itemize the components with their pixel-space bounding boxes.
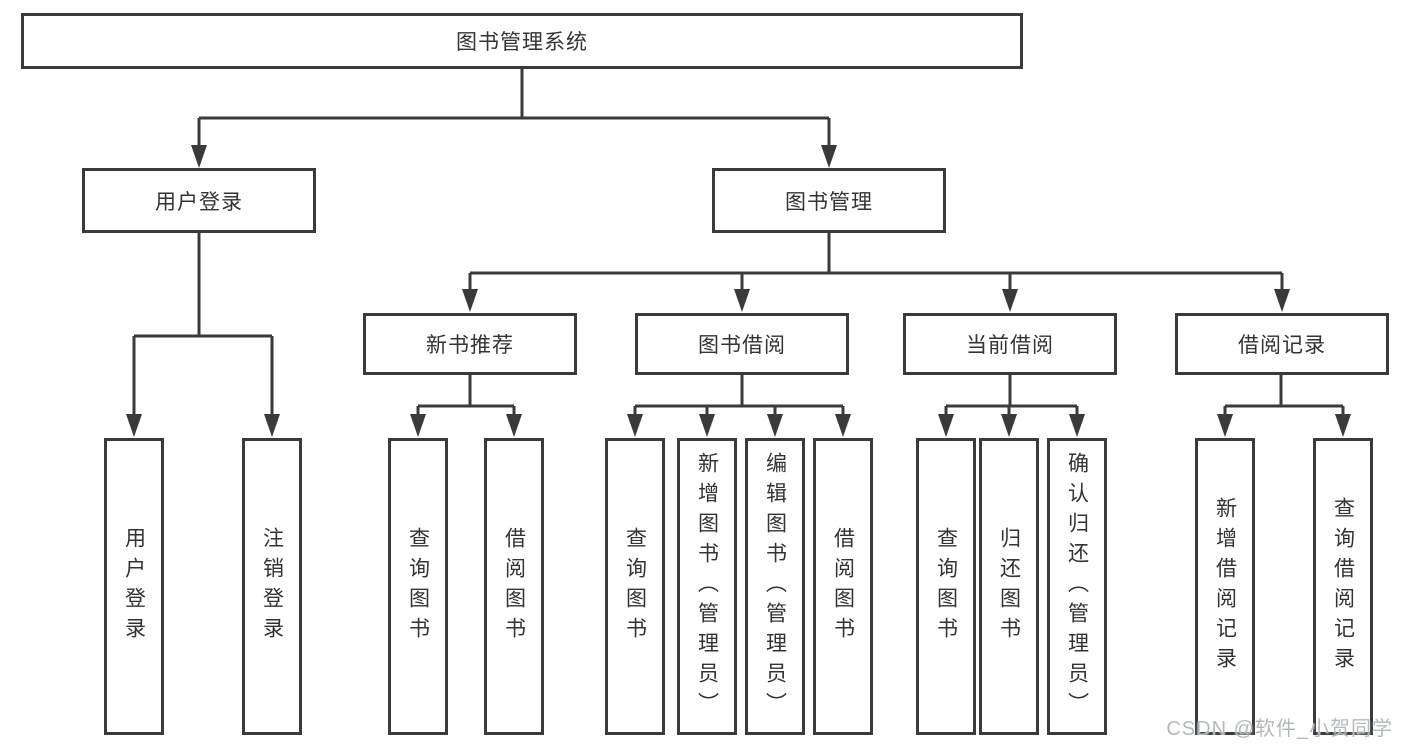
leaf-label: 查询图书 xyxy=(623,526,647,647)
leaf-confirm-return-admin: 确认归还（管理员） xyxy=(1047,438,1107,735)
leaf-label: 归还图书 xyxy=(997,526,1021,647)
leaf-query-book-current: 查询图书 xyxy=(916,438,976,735)
leaf-label: 确认归还（管理员） xyxy=(1065,451,1089,722)
leaf-label: 新增借阅记录 xyxy=(1213,496,1237,677)
leaf-label: 注销登录 xyxy=(260,526,284,647)
leaf-query-book-recommend: 查询图书 xyxy=(388,438,448,735)
leaf-label: 借阅图书 xyxy=(831,526,855,647)
leaf-add-borrow-record: 新增借阅记录 xyxy=(1195,438,1255,735)
node-book-borrow: 图书借阅 xyxy=(635,313,849,375)
leaf-label: 查询借阅记录 xyxy=(1331,496,1355,677)
leaf-logout-login: 注销登录 xyxy=(242,438,302,735)
node-new-book-recommend: 新书推荐 xyxy=(363,313,577,375)
leaf-label: 用户登录 xyxy=(122,526,146,647)
leaf-borrow-book: 借阅图书 xyxy=(813,438,873,735)
leaf-return-book: 归还图书 xyxy=(979,438,1039,735)
leaf-query-book-borrow: 查询图书 xyxy=(605,438,665,735)
leaf-edit-book-admin: 编辑图书（管理员） xyxy=(745,438,805,735)
leaf-borrow-book-recommend: 借阅图书 xyxy=(484,438,544,735)
node-root: 图书管理系统 xyxy=(21,13,1023,69)
leaf-label: 编辑图书（管理员） xyxy=(763,451,787,722)
node-user-login: 用户登录 xyxy=(82,168,316,233)
node-borrow-record: 借阅记录 xyxy=(1175,313,1389,375)
leaf-user-login: 用户登录 xyxy=(104,438,164,735)
leaf-label: 借阅图书 xyxy=(502,526,526,647)
node-current-borrow: 当前借阅 xyxy=(903,313,1117,375)
leaf-label: 查询图书 xyxy=(934,526,958,647)
watermark: CSDN @软件_小贺同学 xyxy=(1166,718,1393,740)
leaf-label: 新增图书（管理员） xyxy=(695,451,719,722)
leaf-query-borrow-record: 查询借阅记录 xyxy=(1313,438,1373,735)
leaf-label: 查询图书 xyxy=(406,526,430,647)
node-book-management: 图书管理 xyxy=(712,168,946,233)
leaf-add-book-admin: 新增图书（管理员） xyxy=(677,438,737,735)
